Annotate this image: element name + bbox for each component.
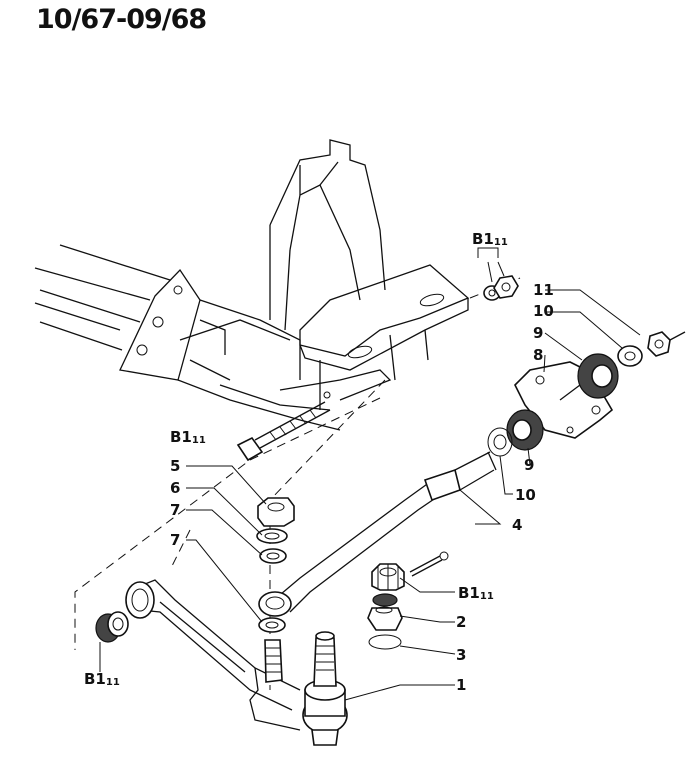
chassis-frame — [34, 139, 470, 431]
long-bolt — [236, 401, 331, 462]
page-title: 10/67-09/68 — [36, 4, 207, 35]
lower-control-arm — [125, 579, 348, 746]
label-part-10a: 10 — [533, 302, 554, 320]
label-part-3: 3 — [456, 646, 466, 664]
leader-lines — [99, 289, 641, 701]
label-part-8: 8 — [533, 346, 543, 364]
label-part-4: 4 — [512, 516, 522, 534]
part-labels: B111 B111 B111 B111 1 2 3 4 5 6 7 7 8 9 … — [84, 230, 554, 694]
label-part-5: 5 — [170, 457, 180, 475]
tension-rod — [258, 451, 497, 617]
label-part-9b: 9 — [524, 456, 534, 474]
rear-bracket-assembly — [487, 331, 686, 457]
label-b1-pin: B111 — [458, 584, 494, 602]
bushing-stack — [256, 497, 295, 633]
label-part-2: 2 — [456, 613, 466, 631]
label-b1-top: B111 — [472, 230, 508, 248]
label-part-7b: 7 — [170, 531, 180, 549]
label-b1-bushing: B111 — [84, 670, 120, 688]
label-part-7a: 7 — [170, 501, 180, 519]
ball-joint-parts — [367, 551, 449, 650]
label-part-11: 11 — [533, 281, 554, 299]
label-b1-bolt: B111 — [170, 428, 206, 446]
label-part-6: 6 — [170, 479, 180, 497]
label-part-9a: 9 — [533, 324, 543, 342]
left-bushing — [95, 611, 129, 643]
label-part-10b: 10 — [515, 486, 536, 504]
label-part-1: 1 — [456, 676, 466, 694]
top-nuts — [477, 247, 519, 301]
